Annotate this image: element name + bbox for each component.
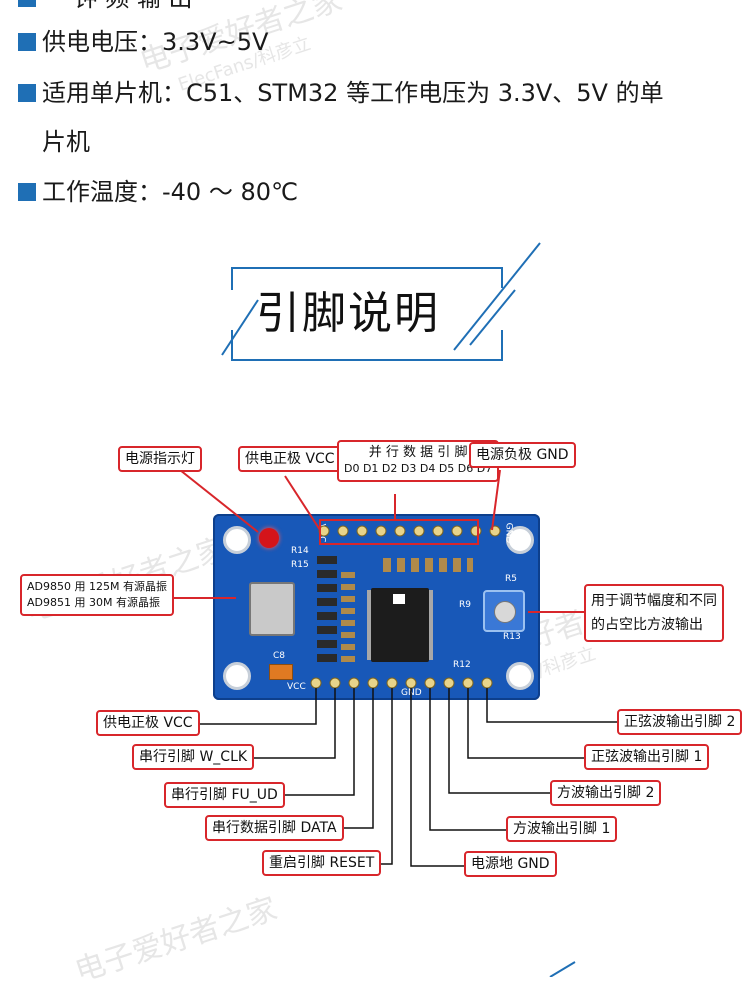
top-pin-header: [315, 522, 503, 540]
spec-mcu-continuation: 片机: [42, 128, 90, 156]
callout-parallel-pin-list: D0 D1 D2 D3 D4 D5 D6 D7: [344, 462, 493, 475]
callout-crystal-line-1: AD9850 用 125M 有源晶振: [27, 580, 167, 593]
bullet-square-icon: [18, 33, 36, 51]
callout-pot-line-2: 的占空比方波输出: [591, 617, 703, 633]
capacitor-c8: [269, 664, 293, 680]
potentiometer: [483, 590, 525, 632]
silk-r15: R15: [291, 560, 309, 570]
silk-r13: R13: [503, 632, 521, 642]
bullet-square-icon: [18, 84, 36, 102]
power-led: [259, 528, 279, 548]
spec-label: 工作温度：: [42, 178, 162, 206]
smd-row: [383, 558, 473, 572]
silk-r9: R9: [459, 600, 471, 610]
dds-chip: [371, 588, 429, 662]
callout-reset: 重启引脚 RESET: [262, 850, 382, 876]
spec-partial: 一 钟 频 输 出: [18, 0, 193, 14]
bullet-square-icon: [18, 0, 36, 7]
mounting-hole: [506, 662, 534, 690]
spec-value: 3.3V~5V: [162, 28, 269, 56]
silk-r14: R14: [291, 546, 309, 556]
bottom-pin-header: [307, 674, 497, 692]
callout-parallel-title: 并 行 数 据 引 脚: [368, 445, 468, 460]
callout-crystal: AD9850 用 125M 有源晶振 AD9851 用 30M 有源晶振: [20, 574, 174, 616]
spec-mcu: 适用单片机：C51、STM32 等工作电压为 3.3V、5V 的单: [18, 77, 664, 109]
pot-knob-icon: [494, 601, 516, 623]
callout-pot-line-1: 用于调节幅度和不同: [591, 593, 717, 609]
silk-c8: C8: [273, 651, 286, 661]
spec-label: 适用单片机：: [42, 79, 186, 107]
callout-crystal-line-2: AD9851 用 30M 有源晶振: [27, 596, 160, 609]
spec-voltage: 供电电压：3.3V~5V: [18, 26, 268, 58]
spec-temperature: 工作温度：-40 ～ 80℃: [18, 176, 298, 208]
spec-value: -40 ～ 80℃: [162, 178, 298, 206]
callout-gnd-top: 电源负极 GND: [469, 442, 576, 468]
crystal-oscillator: [249, 582, 295, 636]
callout-sine-1: 正弦波输出引脚 1: [584, 744, 710, 770]
silk-r5: R5: [505, 574, 517, 584]
callout-vcc-top: 供电正极 VCC: [238, 446, 342, 472]
callout-potentiometer: 用于调节幅度和不同 的占空比方波输出: [584, 584, 724, 642]
callout-sine-2: 正弦波输出引脚 2: [617, 709, 743, 735]
callout-square-2: 方波输出引脚 2: [550, 780, 662, 806]
chip-logo-icon: [393, 594, 405, 604]
callout-vcc-bottom: 供电正极 VCC: [96, 710, 200, 736]
callout-fu-ud: 串行引脚 FU_UD: [164, 782, 285, 808]
callout-power-led: 电源指示灯: [118, 446, 202, 472]
silk-r12: R12: [453, 660, 471, 670]
ad985x-module-board: R14 R15 VCC GND R5 R9 R13 R12 C8 VCC GND: [213, 514, 540, 700]
callout-data: 串行数据引脚 DATA: [205, 815, 344, 841]
callout-gnd-bottom: 电源地 GND: [464, 851, 557, 877]
callout-w-clk: 串行引脚 W_CLK: [132, 744, 255, 770]
spec-value: C51、STM32 等工作电压为 3.3V、5V 的单: [186, 79, 664, 107]
mounting-hole: [223, 526, 251, 554]
silk-vcc-bottom: VCC: [287, 682, 306, 692]
callout-square-1: 方波输出引脚 1: [506, 816, 618, 842]
smd-components: [317, 556, 337, 666]
smd-capacitors: [341, 572, 355, 662]
bullet-square-icon: [18, 183, 36, 201]
section-title: 引脚说明: [256, 288, 440, 339]
mounting-hole: [506, 526, 534, 554]
spec-label: 供电电压：: [42, 28, 162, 56]
mounting-hole: [223, 662, 251, 690]
